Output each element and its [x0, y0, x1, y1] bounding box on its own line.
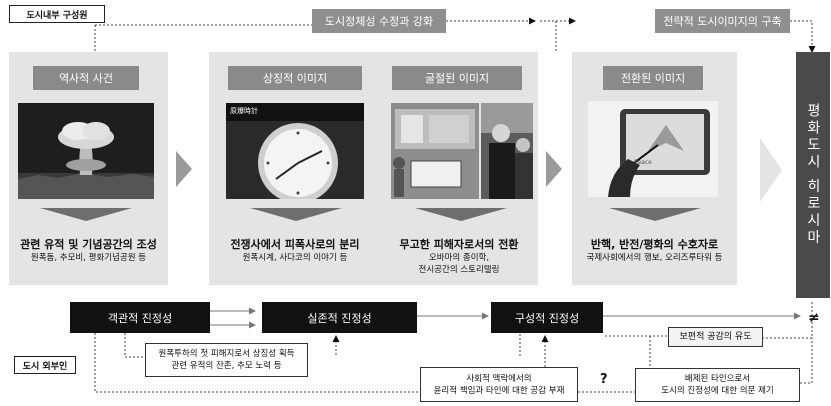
panel-header-historical: 역사적 사건	[33, 66, 139, 90]
panel-header-symbolic: 상징적 이미지	[228, 66, 362, 90]
not-equal-symbol: ≠	[808, 310, 820, 326]
chevron-arrow-icon	[546, 151, 562, 187]
social-context-note-line2: 윤리적 책임과 타인에 대한 공감 부재	[433, 385, 565, 396]
universal-empathy-note: 보편적 공감의 유도	[668, 327, 763, 347]
down-arrow-icon	[609, 208, 701, 221]
excluded-other-note-line2: 도시의 진정성에 대한 의문 제기	[661, 386, 774, 396]
clock-photo-caption: 原爆時計	[230, 107, 258, 115]
chevron-arrow-icon	[760, 138, 782, 202]
subcaption-transformed: 국제사회에서의 행보, 오리즈루타워 등	[586, 253, 723, 263]
authenticity-arrows	[210, 307, 801, 329]
peace-city-hiroshima-box: 평화도시 히로시마	[796, 52, 830, 298]
atomic-clock-image: 原爆時計	[226, 103, 364, 199]
tablet-screen-text: Peace	[634, 159, 652, 166]
first-victim-note: 원폭투하의 첫 피해지로서 상징성 획득 관련 유적의 잔존, 추모 노력 등	[145, 343, 308, 377]
objective-authenticity-box: 객관적 진정성	[70, 302, 210, 333]
social-context-note-line1: 사회적 맥락에서의	[466, 373, 532, 384]
excluded-other-note-line1: 배제된 타인으로서	[684, 374, 751, 384]
social-context-note: 사회적 맥락에서의 윤리적 책임과 타인에 대한 공감 부재	[420, 367, 578, 402]
subcaption-refracted-2: 전시공간의 스토리텔링	[418, 265, 500, 275]
subcaption-refracted-1: 오바마의 종이학,	[428, 253, 490, 263]
caption-transformed: 반핵, 반전/평화의 수호자로	[590, 238, 719, 251]
subcaption-historical: 원폭돔, 추모비, 평화기념공원 등	[30, 253, 147, 263]
caption-symbolic: 전쟁사에서 피폭사로의 분리	[230, 238, 360, 251]
excluded-other-note: 배제된 타인으로서 도시의 진정성에 대한 의문 제기	[635, 368, 800, 402]
first-victim-note-line1: 원폭투하의 첫 피해지로서 상징성 획득	[158, 349, 295, 359]
exhibition-image	[391, 103, 479, 199]
internal-members-label: 도시내부 구성원	[9, 5, 105, 23]
constructive-authenticity-box: 구성적 진정성	[491, 302, 603, 333]
down-arrow-icon	[250, 208, 342, 221]
down-arrow-icon	[415, 208, 507, 221]
caption-refracted: 무고한 피해자로서의 전환	[399, 238, 519, 251]
existential-authenticity-box: 실존적 진정성	[262, 302, 417, 333]
strategic-image-box: 전략적 도시이미지의 구축	[655, 9, 790, 33]
obama-visit-image	[481, 103, 533, 199]
mushroom-cloud-image	[18, 103, 154, 199]
caption-historical: 관련 유적 및 기념공간의 조성	[20, 238, 157, 251]
subcaption-symbolic: 원폭시계, 사다코의 이야기 등	[242, 253, 348, 263]
tablet-origami-image: Peace	[588, 101, 718, 197]
panel-header-transformed: 전환된 이미지	[603, 66, 703, 90]
panel-header-refracted: 굴절된 이미지	[392, 66, 522, 90]
first-victim-note-line2: 관련 유적의 잔존, 추모 노력 등	[171, 361, 282, 371]
chevron-arrow-icon	[176, 151, 192, 187]
top-identity-connector	[94, 17, 816, 53]
external-people-label: 도시 외부인	[14, 356, 76, 374]
question-mark: ?	[600, 372, 608, 387]
down-arrow-icon	[40, 208, 132, 221]
identity-box: 도시정체성 수정과 강화	[312, 9, 446, 33]
